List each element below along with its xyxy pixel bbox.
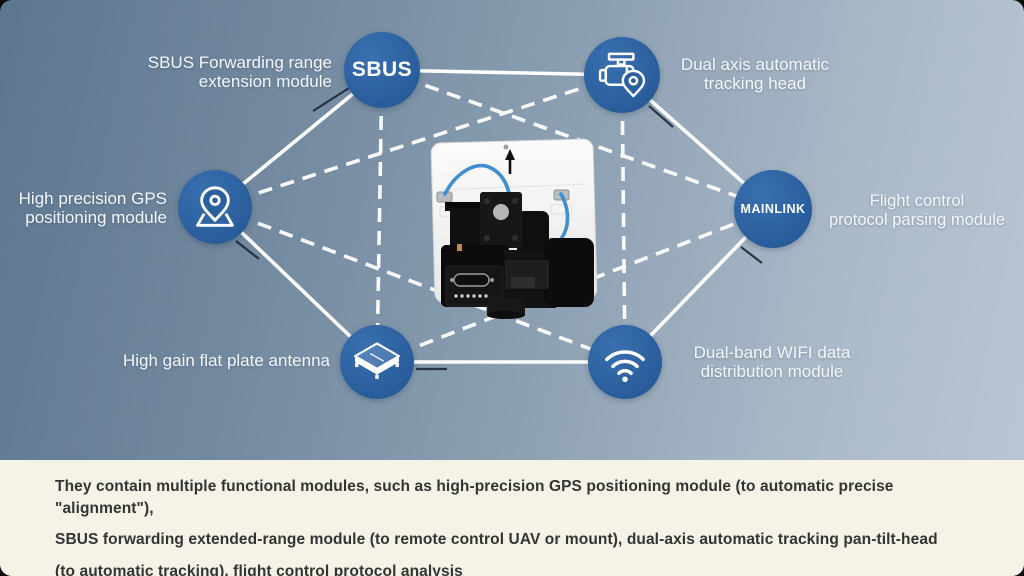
dashed-line-tracking-wifi	[620, 74, 627, 363]
dashed-line-gps-wifi	[214, 205, 626, 364]
label-mainlink-module: Flight control protocol parsing module	[828, 192, 1006, 229]
node-sbus: SBUS	[344, 32, 420, 108]
mast-cylinder	[487, 298, 525, 319]
dashed-line-gps-tracking	[214, 73, 623, 209]
sbus-circle-text: SBUS	[351, 58, 413, 81]
mainlink-circle-text: MAINLINK	[740, 202, 806, 216]
node-tracking-head	[584, 37, 660, 113]
module-diagram: SBUS	[18, 32, 1006, 399]
node-mainlink: MAINLINK	[734, 170, 812, 248]
caption-panel: They contain multiple functional modules…	[0, 460, 1024, 576]
wifi-icon	[588, 325, 662, 399]
flat-antenna-icon	[340, 325, 414, 399]
accent-stroke	[312, 87, 350, 112]
accent-stroke	[740, 246, 763, 264]
label-antenna-module: High gain flat plate antenna	[123, 351, 330, 370]
up-arrow-marking	[503, 144, 515, 174]
node-wifi	[588, 325, 662, 399]
label-tracking-head: Dual axis automatic tracking head	[680, 55, 830, 94]
dashed-line-sbus-antenna	[375, 69, 384, 363]
caption-line-3: (to automatic tracking), flight control …	[55, 563, 463, 576]
solid-line-sbus-tracking	[381, 68, 623, 77]
accent-stroke	[235, 240, 260, 260]
map-pin-icon	[178, 170, 252, 244]
connector-panel	[445, 265, 504, 307]
tracking-antenna-device-photo	[413, 128, 623, 320]
label-gps-module: High precision GPS positioning module	[18, 189, 167, 228]
caption-line-2: SBUS forwarding extended-range module (t…	[55, 531, 938, 549]
node-antenna	[340, 325, 414, 399]
gimbal-camera-icon	[584, 37, 660, 113]
node-gps	[178, 170, 252, 244]
accent-stroke	[648, 105, 674, 128]
label-sbus-module: SBUS Forwarding range extension module	[147, 53, 332, 92]
caption-line-1: They contain multiple functional modules…	[55, 478, 894, 517]
label-wifi-module: Dual-band WIFI data distribution module	[693, 343, 851, 382]
